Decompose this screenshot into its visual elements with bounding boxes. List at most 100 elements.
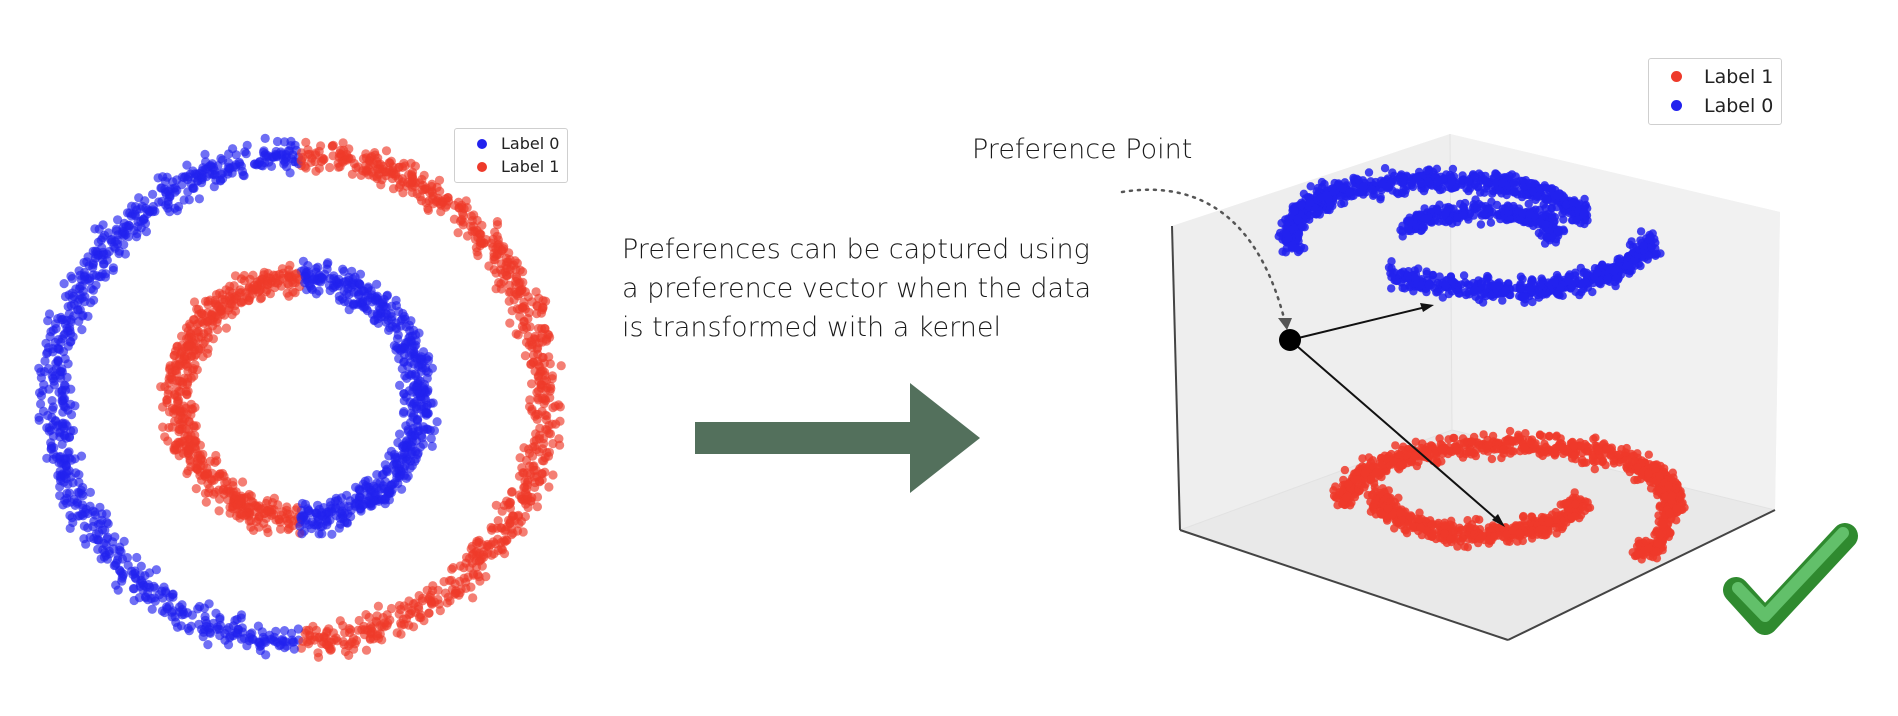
scatter-point	[1447, 276, 1457, 285]
scatter-point	[230, 271, 241, 281]
scatter-point	[373, 601, 383, 611]
scatter-point	[346, 505, 356, 515]
scatter-point	[372, 478, 382, 488]
scatter-point	[439, 577, 449, 587]
scatter-point	[331, 504, 341, 514]
scatter-point	[1452, 446, 1461, 455]
scatter-point	[1549, 277, 1559, 286]
scatter-point	[357, 286, 367, 296]
scatter-point	[162, 604, 172, 614]
scatter-point	[1444, 435, 1453, 444]
scatter-point	[93, 519, 104, 529]
scatter-point	[1621, 448, 1630, 457]
scatter-point	[344, 624, 354, 634]
scatter-point	[520, 351, 531, 361]
scatter-point	[468, 593, 478, 603]
scatter-point	[1282, 244, 1291, 253]
scatter-point	[244, 295, 254, 305]
scatter-point	[545, 359, 555, 369]
scatter-point	[1639, 241, 1648, 250]
scatter-point	[301, 269, 311, 279]
scatter-point	[65, 323, 75, 333]
scatter-point	[539, 438, 549, 449]
scatter-point	[192, 365, 202, 375]
scatter-point	[255, 276, 265, 286]
scatter-point	[1284, 233, 1293, 243]
scatter-point	[492, 217, 502, 227]
scatter-point	[198, 632, 208, 642]
scatter-point	[201, 497, 211, 507]
scatter-point	[317, 507, 327, 518]
scatter-point	[204, 599, 214, 609]
scatter-point	[308, 621, 318, 632]
scatter-point	[1464, 176, 1473, 185]
scatter-point	[216, 169, 226, 179]
scatter-point	[1418, 223, 1428, 232]
scatter-point	[1441, 281, 1450, 290]
scatter-point	[99, 230, 110, 240]
scatter-point	[36, 373, 47, 383]
scatter-point	[1553, 290, 1563, 299]
scatter-point	[47, 441, 57, 451]
scatter-point	[367, 297, 377, 307]
scatter-point	[426, 598, 436, 608]
scatter-point	[194, 344, 204, 354]
scatter-point	[1422, 269, 1432, 279]
scatter-point	[284, 519, 294, 529]
scatter-point	[410, 430, 420, 440]
scatter-point	[122, 553, 132, 563]
scatter-point	[1484, 440, 1493, 449]
scatter-point	[1439, 443, 1448, 452]
scatter-point	[51, 416, 61, 426]
scatter-point	[325, 162, 335, 173]
scatter-point	[1293, 216, 1303, 225]
scatter-point	[1459, 438, 1469, 447]
scatter-point	[316, 156, 326, 167]
scatter-point	[267, 504, 277, 514]
scatter-point	[394, 306, 404, 317]
scatter-point	[36, 399, 46, 409]
scatter-point	[521, 455, 532, 465]
scatter-point	[34, 415, 44, 425]
scatter-point	[1569, 441, 1579, 451]
scatter-point	[79, 257, 89, 268]
scatter-point	[555, 440, 565, 450]
scatter-point	[519, 443, 529, 453]
scatter-point	[109, 544, 119, 554]
scatter-point	[1492, 445, 1502, 454]
scatter-point	[380, 477, 390, 487]
scatter-point	[258, 161, 268, 171]
scatter-point	[197, 166, 207, 176]
scatter-point	[545, 381, 556, 391]
scatter-point	[365, 634, 375, 645]
scatter-point	[395, 429, 405, 439]
scatter-point	[1338, 184, 1347, 193]
scatter-point	[189, 297, 200, 307]
scatter-point	[1494, 281, 1504, 290]
scatter-point	[1590, 465, 1600, 474]
scatter-point	[111, 580, 121, 590]
scatter-point	[412, 416, 423, 426]
scatter-point	[409, 359, 419, 369]
scatter-point	[1435, 272, 1444, 281]
scatter-point	[218, 290, 228, 300]
scatter-point	[1542, 195, 1551, 204]
scatter-point	[450, 200, 460, 210]
scatter-point	[1470, 285, 1479, 295]
scatter-point	[220, 635, 230, 645]
scatter-point	[85, 501, 95, 511]
scatter-point	[1517, 192, 1527, 202]
scatter-point	[1458, 211, 1468, 220]
scatter-point	[75, 290, 85, 300]
scatter-point	[160, 586, 171, 596]
scatter-point	[1290, 207, 1299, 216]
scatter-point	[213, 161, 223, 171]
scatter-point	[230, 306, 241, 316]
scatter-point	[242, 140, 252, 150]
scatter-point	[140, 196, 150, 206]
scatter-point	[184, 195, 194, 205]
scatter-point	[384, 325, 394, 335]
scatter-point	[1393, 449, 1403, 459]
scatter-point	[115, 565, 125, 575]
scatter-point	[1300, 244, 1309, 253]
